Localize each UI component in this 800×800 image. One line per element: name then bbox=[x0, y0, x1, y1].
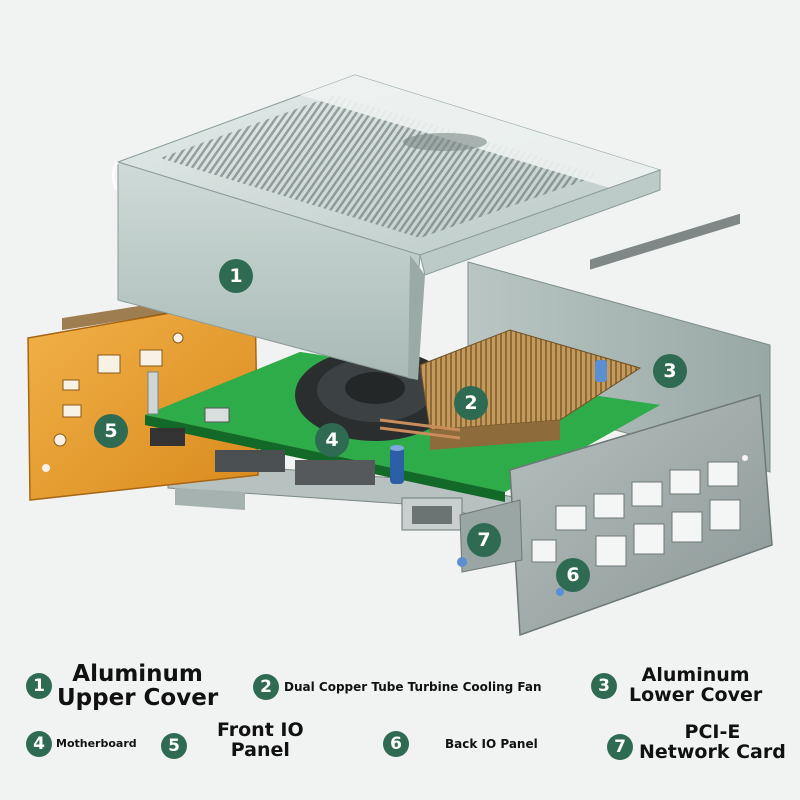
svg-text:6: 6 bbox=[566, 564, 579, 586]
legend-label-front-io: Front IO Panel bbox=[217, 719, 304, 761]
exploded-assembly-illustration: 1 2 3 4 5 6 7 bbox=[27, 74, 773, 637]
legend-label-network-card: PCI-E Network Card bbox=[639, 721, 786, 763]
legend-badge-6: 6 bbox=[383, 731, 409, 757]
svg-text:5: 5 bbox=[104, 420, 117, 442]
legend-item-1: 1 Aluminum Upper Cover bbox=[26, 662, 218, 710]
callout-3: 3 bbox=[653, 354, 687, 388]
legend-label-lower-cover: Aluminum Lower Cover bbox=[629, 664, 763, 706]
svg-text:4: 4 bbox=[325, 429, 338, 451]
legend-item-2: 2 Dual Copper Tube Turbine Cooling Fan bbox=[253, 674, 542, 700]
callout-4: 4 bbox=[315, 423, 349, 457]
legend-label-cooling-fan: Dual Copper Tube Turbine Cooling Fan bbox=[284, 679, 542, 694]
legend-item-6: 6 Back IO Panel bbox=[383, 731, 538, 757]
legend-badge-2: 2 bbox=[253, 674, 279, 700]
svg-text:7: 7 bbox=[477, 529, 490, 551]
callout-5: 5 bbox=[94, 414, 128, 448]
legend-badge-5: 5 bbox=[161, 732, 187, 759]
legend-item-3: 3 Aluminum Lower Cover bbox=[591, 664, 763, 706]
legend-badge-7: 7 bbox=[607, 733, 633, 760]
legend-label-upper-cover: Aluminum Upper Cover bbox=[57, 661, 219, 712]
parts-legend: 1 Aluminum Upper Cover 2 Dual Copper Tub… bbox=[0, 650, 800, 800]
callout-6: 6 bbox=[556, 558, 590, 592]
callout-7: 7 bbox=[467, 523, 501, 557]
legend-badge-1: 1 bbox=[26, 673, 52, 700]
legend-item-5: 5 Front IO Panel bbox=[161, 720, 304, 761]
svg-text:2: 2 bbox=[464, 392, 477, 414]
legend-item-4: 4 Motherboard bbox=[26, 731, 137, 757]
callout-2: 2 bbox=[454, 386, 488, 420]
legend-label-motherboard: Motherboard bbox=[56, 737, 137, 751]
svg-text:3: 3 bbox=[663, 360, 676, 382]
upper-cover bbox=[111, 74, 662, 380]
legend-label-back-io: Back IO Panel bbox=[445, 736, 538, 751]
legend-item-7: 7 PCI-E Network Card bbox=[607, 722, 786, 763]
svg-text:1: 1 bbox=[229, 265, 242, 287]
callout-1: 1 bbox=[219, 259, 253, 293]
legend-badge-4: 4 bbox=[26, 731, 52, 757]
legend-badge-3: 3 bbox=[591, 672, 617, 699]
